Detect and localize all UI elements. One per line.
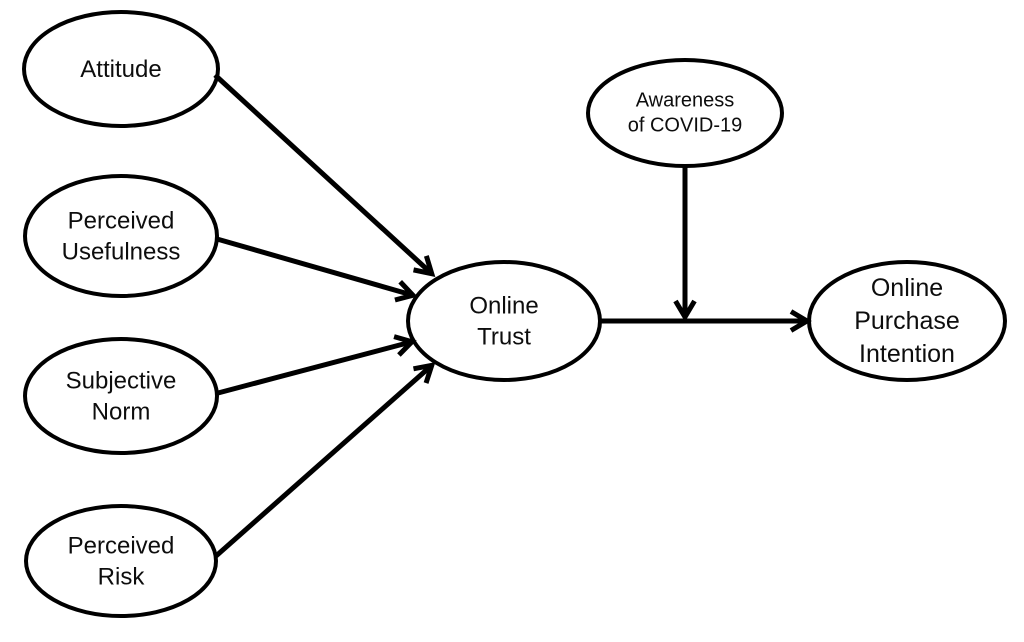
edge-perceived-risk-to-online-trust [214, 362, 436, 558]
edge-perceived-usefulness-to-online-trust [216, 236, 418, 303]
node-label-attitude: Attitude [80, 56, 161, 83]
node-ellipse-subjective-norm [23, 337, 219, 455]
node-ellipse-perceived-risk [24, 504, 218, 618]
node-ellipse-attitude [22, 10, 220, 128]
node-ellipse-online-trust [406, 260, 602, 382]
node-ellipse-perceived-usefulness [23, 174, 219, 298]
edge-subjective-norm-to-online-trust [217, 334, 417, 396]
edges-layer [213, 73, 812, 558]
node-attitude: Attitude [22, 10, 220, 128]
node-ellipse-awareness-covid19 [586, 58, 784, 168]
edge-attitude-to-online-trust [213, 73, 436, 277]
